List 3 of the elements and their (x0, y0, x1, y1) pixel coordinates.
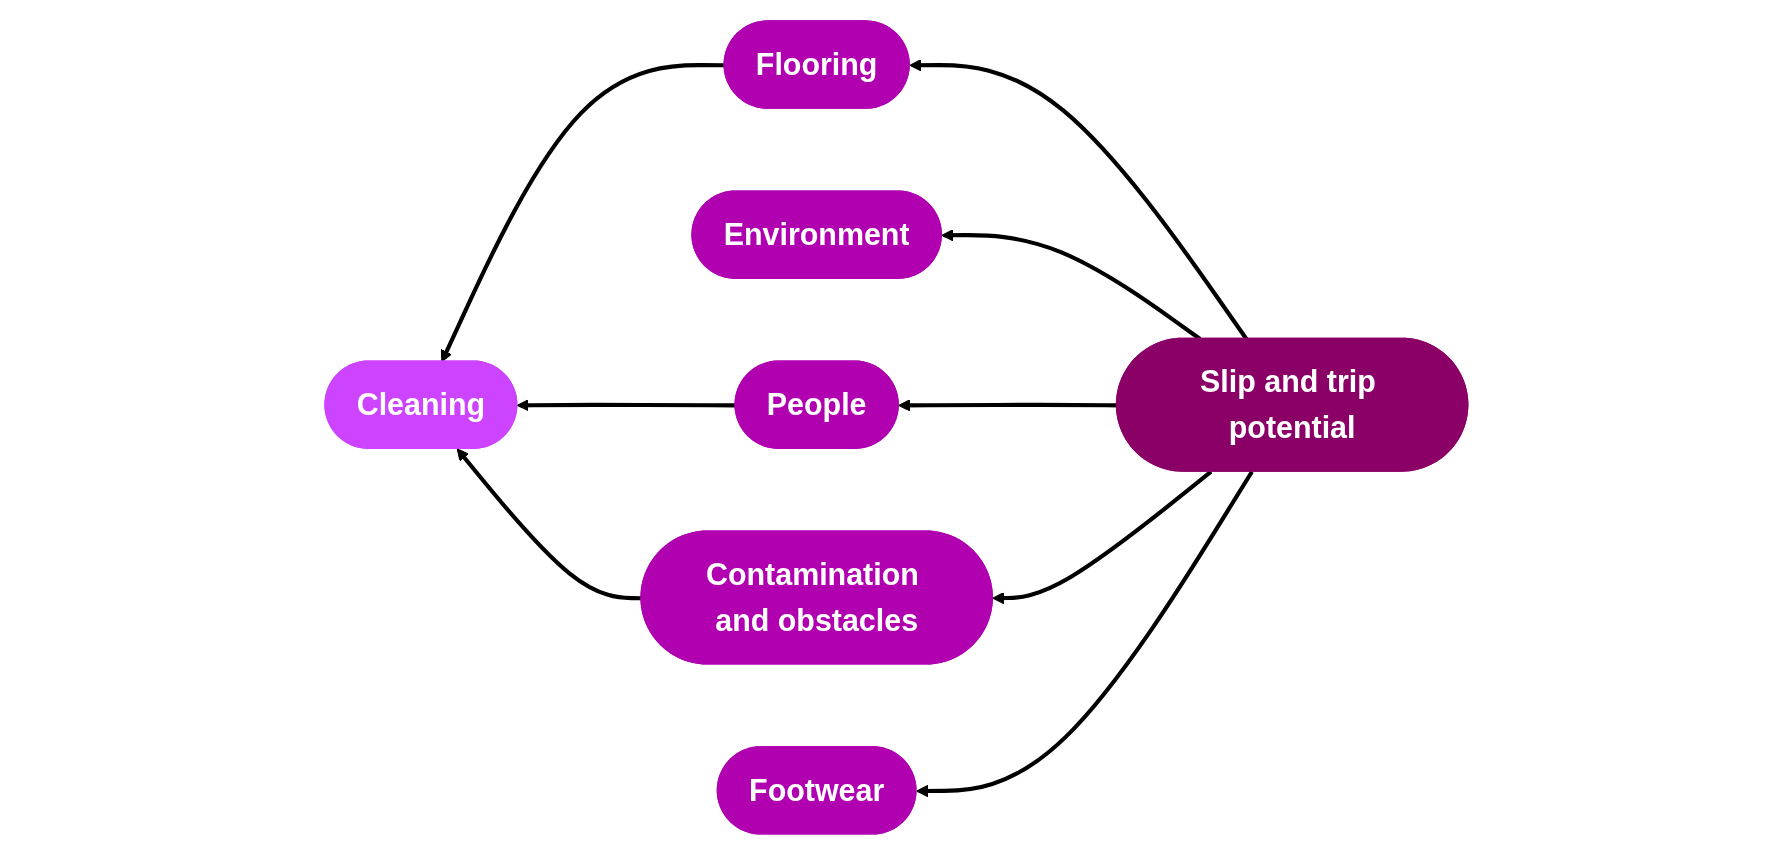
arrow (897, 399, 1117, 412)
arrow (915, 470, 1254, 798)
arrow (991, 470, 1212, 605)
